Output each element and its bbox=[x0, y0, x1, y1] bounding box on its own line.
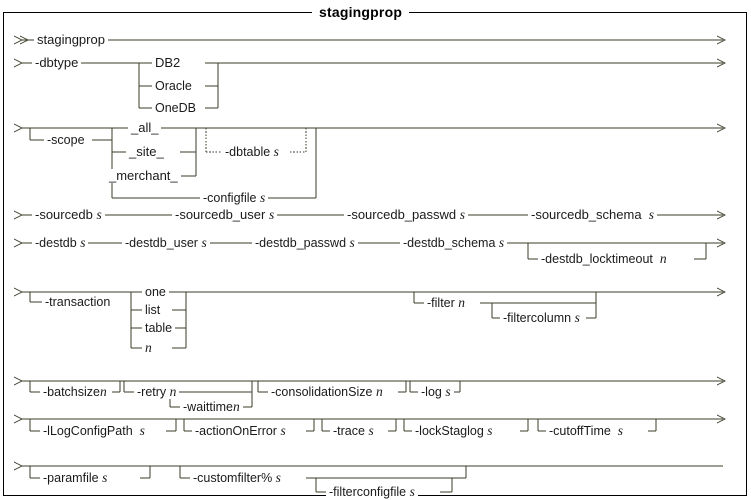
label-configfile: -configfile s bbox=[200, 191, 269, 205]
label-transaction-n: n bbox=[142, 341, 155, 355]
label-sourcedb-user: -sourcedb_user s bbox=[172, 208, 278, 222]
label-cutofftime: -cutoffTime s bbox=[546, 424, 627, 438]
label-retry: -retry n bbox=[134, 385, 180, 399]
label-one: one bbox=[142, 285, 169, 299]
label-trace: -trace s bbox=[330, 424, 377, 438]
label-list: list bbox=[142, 303, 164, 317]
label-stagingprop: stagingprop bbox=[34, 33, 108, 47]
label-customfilter: -customfilter% s bbox=[190, 471, 284, 485]
label-sourcedb: -sourcedb s bbox=[32, 208, 105, 222]
label-sourcedb-schema: -sourcedb_schema s bbox=[528, 208, 658, 222]
label-dbtype: -dbtype bbox=[32, 56, 82, 70]
label-batchsize: -batchsizen bbox=[40, 385, 110, 399]
label-table: table bbox=[142, 321, 176, 335]
label-filtercolumn: -filtercolumn s bbox=[500, 311, 583, 325]
label-destdb-passwd: -destdb_passwd s bbox=[252, 236, 358, 250]
label-all: _all_ bbox=[128, 121, 162, 135]
label-scope: -scope bbox=[44, 133, 88, 147]
label-waittime: -waittimen bbox=[180, 400, 243, 414]
label-lockstaglog: -lockStaglog s bbox=[412, 424, 496, 438]
label-actiononerror: -actionOnError s bbox=[192, 424, 289, 438]
label-destdb: -destdb s bbox=[32, 236, 89, 250]
label-sourcedb-passwd: -sourcedb_passwd s bbox=[344, 208, 469, 222]
page-title: stagingprop bbox=[312, 4, 410, 20]
label-site: _site_ bbox=[126, 145, 167, 159]
label-log: -log s bbox=[418, 385, 454, 399]
label-destdb-user: -destdb_user s bbox=[122, 236, 210, 250]
label-dbtable: -dbtable s bbox=[222, 145, 282, 159]
label-onedb: OneDB bbox=[152, 101, 199, 115]
label-oracle: Oracle bbox=[152, 79, 195, 93]
label-filterconfigfile: -filterconfigfile s bbox=[326, 485, 418, 499]
label-merchant: _merchant_ bbox=[106, 169, 181, 183]
label-consolidationsize: -consolidationSize n bbox=[268, 385, 386, 399]
label-transaction: -transaction bbox=[42, 295, 114, 309]
label-paramfile: -paramfile s bbox=[40, 471, 111, 485]
label-filter: -filter n bbox=[424, 296, 469, 310]
label-destdb-locktimeout: -destdb_locktimeout n bbox=[538, 252, 670, 266]
label-llogconfigpath: -lLogConfigPath s bbox=[40, 424, 148, 438]
label-db2: DB2 bbox=[152, 56, 184, 70]
label-destdb-schema: -destdb_schema s bbox=[400, 236, 508, 250]
